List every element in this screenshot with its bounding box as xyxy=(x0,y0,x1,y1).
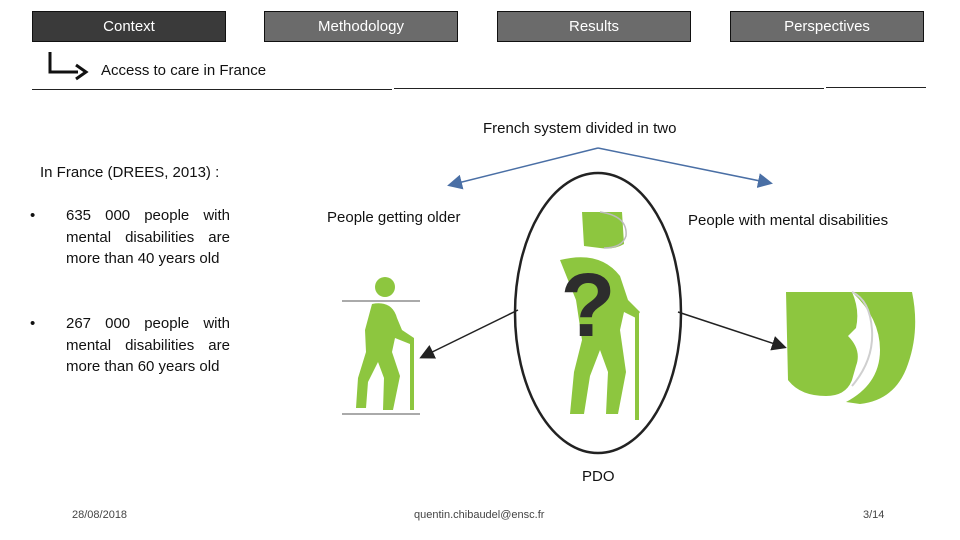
divider-right xyxy=(826,87,926,88)
tab-perspectives[interactable]: Perspectives xyxy=(730,11,924,42)
section-subtitle: Access to care in France xyxy=(101,62,267,79)
tab-context-label: Context xyxy=(103,18,155,35)
label-mental-disabilities: People with mental disabilities xyxy=(688,212,889,229)
tab-results-label: Results xyxy=(568,18,620,35)
tab-methodology[interactable]: Methodology xyxy=(264,11,458,42)
return-arrow-icon xyxy=(48,52,89,81)
footer-email[interactable]: quentin.chibaudel@ensc.fr xyxy=(414,509,545,521)
statistics-intro: In France (DREES, 2013) : xyxy=(40,164,220,181)
footer-page-number: 3/14 xyxy=(863,509,885,521)
diagram-heading: French system divided in two xyxy=(483,120,677,137)
tab-results[interactable]: Results xyxy=(497,11,691,42)
split-arrow-left xyxy=(447,147,599,190)
footer-date: 28/08/2018 xyxy=(72,509,128,521)
divider-left xyxy=(32,89,392,90)
arrow-to-disabilities xyxy=(677,311,787,351)
bullet-item: • 635 000 people with mental disabilitie… xyxy=(30,205,230,270)
mask-face-icon xyxy=(786,291,916,404)
label-people-getting-older: People getting older xyxy=(327,209,461,226)
bullet-mark: • xyxy=(30,207,36,224)
tab-perspectives-label: Perspectives xyxy=(784,18,870,35)
bullet-item: • 267 000 people with mental disabilitie… xyxy=(30,313,230,378)
bullet-text: 267 000 people with mental disabilities … xyxy=(66,315,230,375)
elderly-person-icon xyxy=(342,277,420,415)
combined-person-icon xyxy=(560,211,640,420)
label-pdo: PDO xyxy=(582,468,615,485)
question-mark-icon: ? xyxy=(561,256,616,356)
arrow-to-older xyxy=(419,309,519,359)
divider-middle xyxy=(394,88,824,89)
tab-methodology-label: Methodology xyxy=(318,18,404,35)
bullet-mark: • xyxy=(30,315,36,332)
bullet-text: 635 000 people with mental disabilities … xyxy=(66,207,230,267)
split-arrow-right xyxy=(597,147,773,188)
tab-context[interactable]: Context xyxy=(32,11,226,42)
